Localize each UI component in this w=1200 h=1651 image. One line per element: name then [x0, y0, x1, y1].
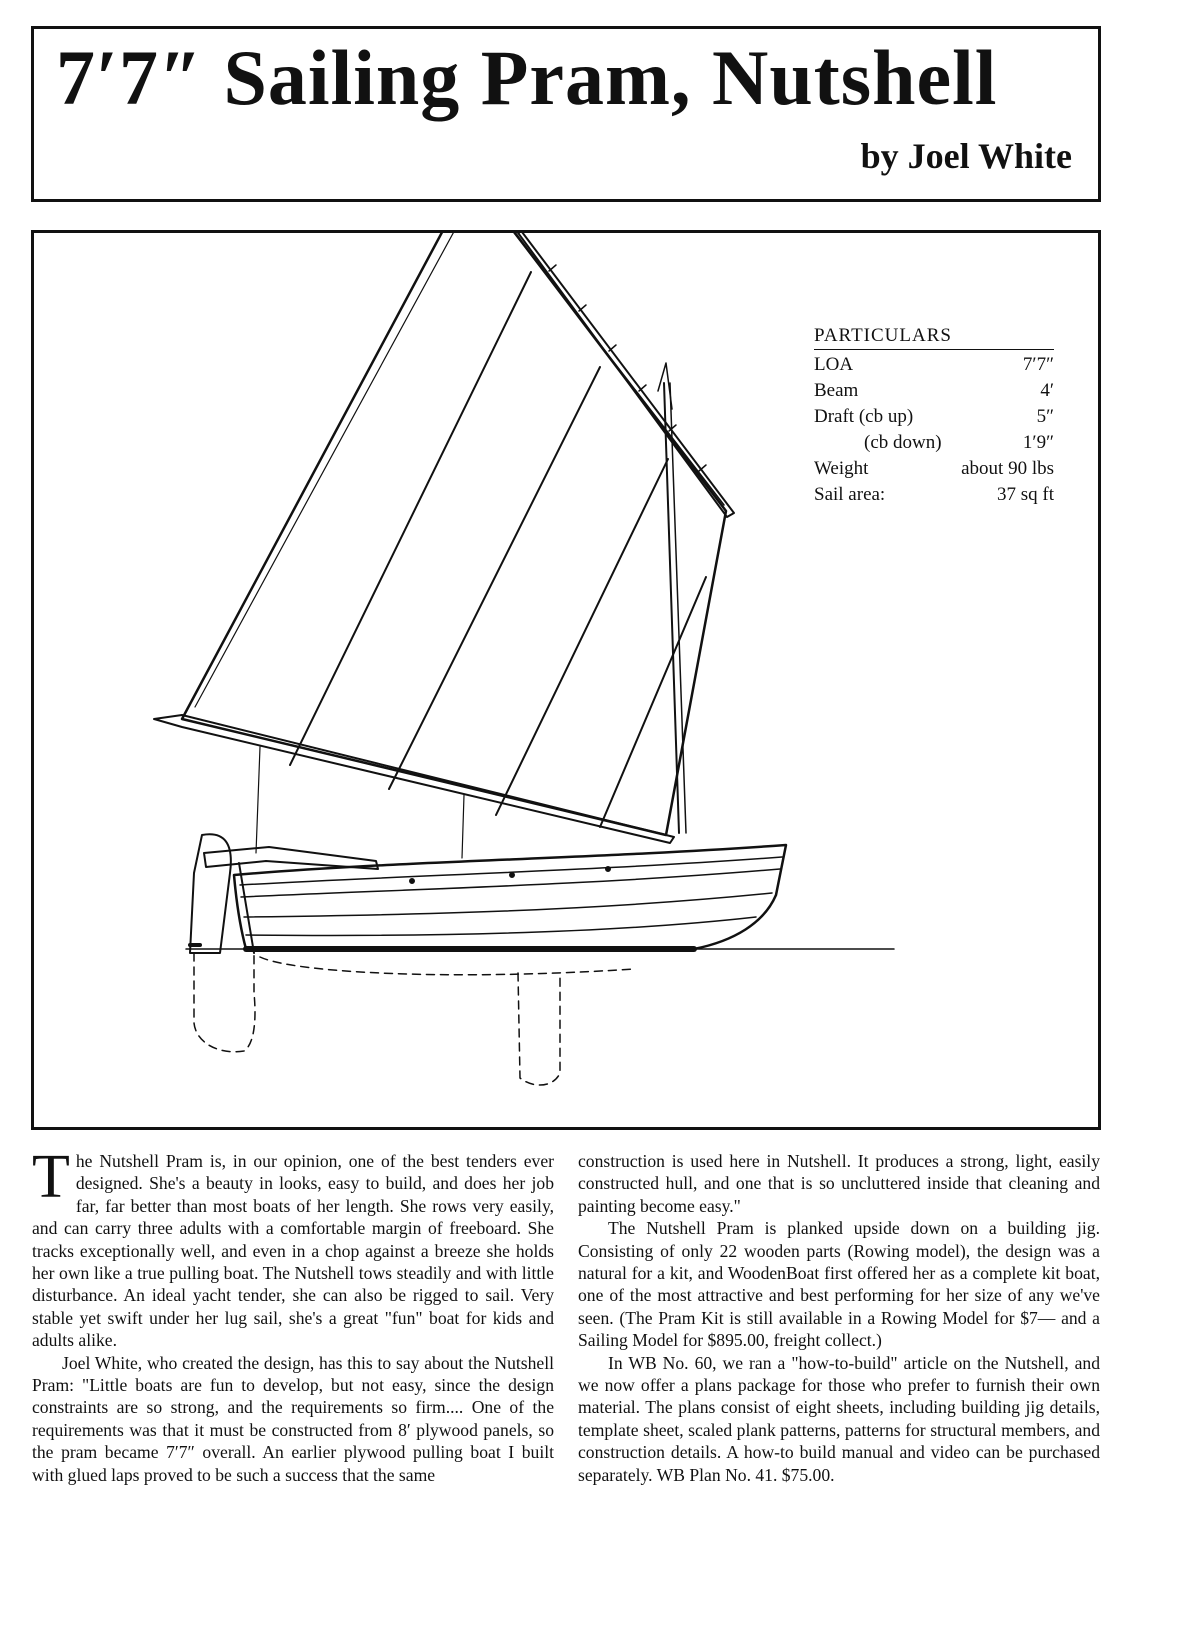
title-box: 7′7″ Sailing Pram, Nutshell by Joel Whit… — [31, 26, 1101, 202]
article-paragraph: construction is used here in Nutshell. I… — [578, 1151, 1100, 1216]
particulars-row: Draft (cb up) 5″ — [814, 404, 1054, 430]
drop-cap: T — [32, 1143, 70, 1211]
particulars-label: Weight — [814, 458, 869, 479]
particulars-table: PARTICULARS LOA 7′7″ Beam 4′ Draft (cb u… — [814, 323, 1054, 508]
particulars-heading: PARTICULARS — [814, 323, 1054, 350]
particulars-label: Sail area: — [814, 484, 886, 505]
particulars-value: about 90 lbs — [961, 458, 1054, 479]
article-paragraph: The Nutshell Pram is planked upside down… — [578, 1218, 1100, 1351]
particulars-label: (cb down) — [864, 432, 942, 453]
particulars-label: Beam — [814, 380, 859, 401]
particulars-value: 37 sq ft — [997, 484, 1054, 505]
paragraph-text: he Nutshell Pram is, in our opinion, one… — [32, 1151, 554, 1351]
particulars-label: LOA — [814, 354, 854, 375]
boat-drawing-panel: PARTICULARS LOA 7′7″ Beam 4′ Draft (cb u… — [31, 230, 1101, 1130]
particulars-row: Sail area: 37 sq ft — [814, 482, 1054, 508]
particulars-label: Draft (cb up) — [814, 406, 914, 427]
article-column-right: construction is used here in Nutshell. I… — [578, 1150, 1100, 1620]
byline: by Joel White — [860, 136, 1072, 176]
rudder-and-tiller — [189, 833, 379, 954]
particulars-row: Beam 4′ — [814, 378, 1054, 404]
particulars-value: 4′ — [1040, 380, 1054, 401]
particulars-value: 7′7″ — [1022, 354, 1054, 375]
particulars-row: Weight about 90 lbs — [814, 456, 1054, 482]
centerboard-and-rudder-blade — [193, 952, 635, 1086]
particulars-row: (cb down) 1′9″ — [814, 430, 1054, 456]
lug-sail — [153, 233, 735, 859]
page-title: 7′7″ Sailing Pram, Nutshell — [56, 34, 998, 121]
sailing-pram-drawing — [153, 233, 895, 1086]
particulars-row: LOA 7′7″ — [814, 352, 1054, 378]
particulars-value: 5″ — [1036, 406, 1054, 427]
article-paragraph: Joel White, who created the design, has … — [32, 1352, 554, 1485]
article-paragraph: In WB No. 60, we ran a "how-to-build" ar… — [578, 1352, 1100, 1485]
waterline — [185, 943, 895, 950]
particulars-value: 1′9″ — [1022, 432, 1054, 453]
hull — [232, 843, 788, 952]
